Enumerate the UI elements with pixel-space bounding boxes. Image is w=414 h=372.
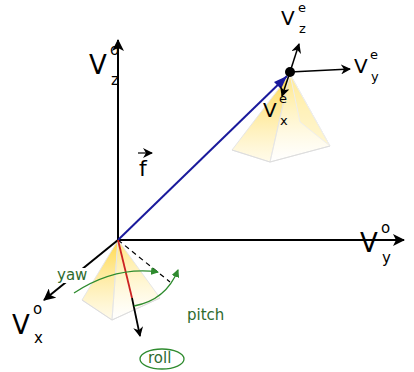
axis-letter: V (281, 8, 295, 28)
axis-superscript: e (298, 1, 306, 14)
axis-superscript: o (110, 43, 119, 58)
axis-subscript: z (299, 22, 306, 35)
axis-superscript: o (381, 221, 390, 236)
vector-f (118, 76, 287, 240)
pitch-arc (134, 270, 178, 306)
vector-label: f (139, 158, 147, 180)
x-axis (44, 240, 118, 300)
axis-superscript: e (370, 48, 378, 61)
angle-label: roll (148, 351, 171, 366)
angle-label: pitch (186, 308, 225, 323)
vector-accent (138, 152, 152, 153)
end-z-axis (290, 44, 299, 72)
axis-subscript: y (382, 251, 391, 266)
axis-subscript: z (111, 73, 119, 88)
roll-arrow (132, 298, 140, 336)
origin-pyramid (82, 240, 160, 320)
axis-superscript: o (33, 302, 42, 317)
axis-letter: V (12, 312, 30, 338)
roll-ellipse (140, 349, 184, 369)
axis-letter: V (354, 56, 368, 76)
axis-letter: V (89, 52, 107, 78)
z-axis (117, 40, 119, 240)
axis-subscript: x (280, 114, 288, 127)
angle-label: yaw (56, 268, 88, 283)
end-pyramid (232, 74, 330, 162)
roll-axis (118, 240, 132, 298)
axis-letter: V (360, 230, 378, 256)
end-y-axis (290, 69, 350, 72)
axis-subscript: y (371, 70, 379, 83)
axis-subscript: x (34, 331, 43, 346)
axis-letter: V (263, 100, 277, 120)
axis-superscript: e (279, 92, 287, 105)
